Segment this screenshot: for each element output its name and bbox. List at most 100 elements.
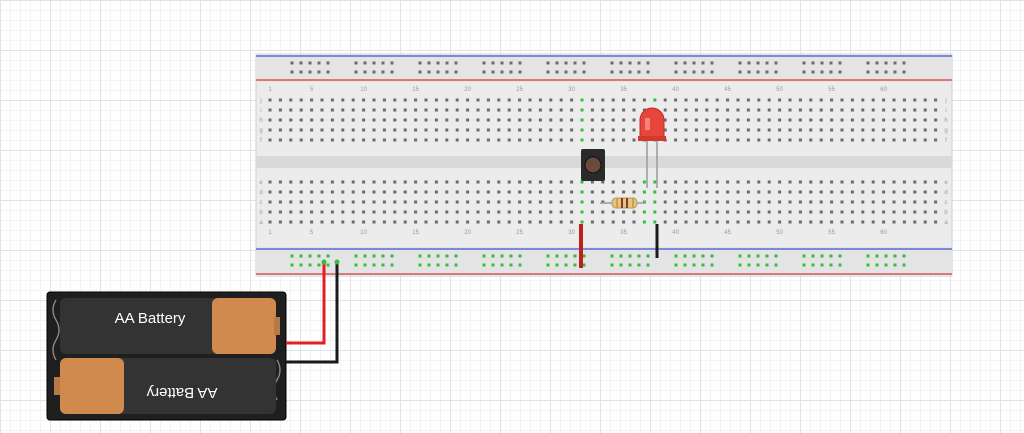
breadboard-hole[interactable] [507, 118, 511, 122]
breadboard-hole[interactable] [798, 220, 802, 224]
breadboard-hole[interactable] [278, 108, 282, 112]
breadboard-hole[interactable] [320, 200, 324, 204]
breadboard-hole[interactable] [861, 200, 865, 204]
power-rail-hole[interactable] [354, 70, 358, 74]
breadboard-hole[interactable] [757, 108, 761, 112]
breadboard-hole[interactable] [278, 138, 282, 142]
breadboard-hole[interactable] [767, 128, 771, 132]
power-rail-hole[interactable] [646, 254, 650, 258]
breadboard-hole[interactable] [778, 98, 782, 102]
breadboard-hole[interactable] [850, 138, 854, 142]
breadboard-hole[interactable] [351, 190, 355, 194]
breadboard-hole[interactable] [882, 128, 886, 132]
power-rail-hole[interactable] [418, 254, 422, 258]
breadboard-hole[interactable] [507, 128, 511, 132]
power-rail-hole[interactable] [518, 263, 522, 267]
breadboard-hole[interactable] [403, 108, 407, 112]
power-rail-hole[interactable] [546, 61, 550, 65]
breadboard-hole[interactable] [518, 118, 522, 122]
breadboard-hole[interactable] [320, 128, 324, 132]
breadboard-hole[interactable] [622, 138, 626, 142]
breadboard-hole[interactable] [289, 180, 293, 184]
power-rail-hole[interactable] [902, 70, 906, 74]
power-rail-hole[interactable] [509, 263, 513, 267]
breadboard-hole[interactable] [486, 210, 490, 214]
breadboard-hole[interactable] [726, 180, 730, 184]
breadboard-hole[interactable] [486, 98, 490, 102]
breadboard-hole[interactable] [757, 180, 761, 184]
breadboard-hole[interactable] [403, 220, 407, 224]
breadboard-hole[interactable] [840, 190, 844, 194]
breadboard-hole[interactable] [382, 190, 386, 194]
breadboard-hole[interactable] [798, 98, 802, 102]
breadboard-hole[interactable] [497, 98, 501, 102]
breadboard-hole[interactable] [882, 190, 886, 194]
breadboard-hole[interactable] [393, 138, 397, 142]
power-rail-hole[interactable] [610, 263, 614, 267]
power-rail-hole[interactable] [893, 61, 897, 65]
breadboard-hole[interactable] [320, 138, 324, 142]
breadboard-hole[interactable] [684, 98, 688, 102]
breadboard-hole[interactable] [653, 190, 657, 194]
breadboard-hole[interactable] [788, 138, 792, 142]
breadboard-hole[interactable] [351, 98, 355, 102]
breadboard-hole[interactable] [840, 220, 844, 224]
breadboard-hole[interactable] [757, 220, 761, 224]
breadboard-hole[interactable] [934, 190, 938, 194]
breadboard-hole[interactable] [414, 108, 418, 112]
breadboard-hole[interactable] [861, 98, 865, 102]
breadboard-hole[interactable] [934, 200, 938, 204]
power-rail-hole[interactable] [363, 70, 367, 74]
power-rail-hole[interactable] [692, 61, 696, 65]
breadboard-hole[interactable] [518, 138, 522, 142]
breadboard-hole[interactable] [882, 180, 886, 184]
breadboard-hole[interactable] [549, 180, 553, 184]
battery-pack[interactable]: AA Battery AA Battery [46, 291, 287, 421]
breadboard-hole[interactable] [299, 108, 303, 112]
breadboard-hole[interactable] [622, 118, 626, 122]
breadboard-hole[interactable] [382, 210, 386, 214]
breadboard-hole[interactable] [362, 200, 366, 204]
breadboard-hole[interactable] [476, 118, 480, 122]
breadboard-hole[interactable] [674, 98, 678, 102]
breadboard-hole[interactable] [382, 118, 386, 122]
power-rail-hole[interactable] [317, 61, 321, 65]
power-rail-hole[interactable] [674, 70, 678, 74]
breadboard-hole[interactable] [902, 190, 906, 194]
breadboard-hole[interactable] [289, 108, 293, 112]
power-rail-hole[interactable] [317, 254, 321, 258]
breadboard-hole[interactable] [611, 108, 615, 112]
breadboard-hole[interactable] [289, 98, 293, 102]
breadboard-hole[interactable] [507, 220, 511, 224]
power-rail-hole[interactable] [692, 70, 696, 74]
breadboard-hole[interactable] [268, 190, 272, 194]
breadboard-hole[interactable] [580, 210, 584, 214]
breadboard-hole[interactable] [414, 138, 418, 142]
breadboard-hole[interactable] [538, 220, 542, 224]
breadboard-hole[interactable] [476, 180, 480, 184]
breadboard-hole[interactable] [299, 98, 303, 102]
power-rail-hole[interactable] [747, 263, 751, 267]
breadboard-hole[interactable] [330, 220, 334, 224]
breadboard-hole[interactable] [913, 108, 917, 112]
breadboard-hole[interactable] [830, 98, 834, 102]
power-rail-hole[interactable] [774, 263, 778, 267]
breadboard-hole[interactable] [622, 108, 626, 112]
breadboard-hole[interactable] [746, 98, 750, 102]
breadboard-hole[interactable] [913, 220, 917, 224]
breadboard-hole[interactable] [694, 180, 698, 184]
breadboard-hole[interactable] [871, 98, 875, 102]
breadboard-hole[interactable] [736, 210, 740, 214]
power-rail-hole[interactable] [482, 61, 486, 65]
power-rail-hole[interactable] [454, 70, 458, 74]
breadboard-hole[interactable] [684, 118, 688, 122]
power-rail-hole[interactable] [436, 263, 440, 267]
power-rail-hole[interactable] [692, 263, 696, 267]
power-rail-hole[interactable] [555, 61, 559, 65]
power-rail-hole[interactable] [546, 254, 550, 258]
breadboard-hole[interactable] [601, 108, 605, 112]
breadboard-hole[interactable] [382, 220, 386, 224]
breadboard-hole[interactable] [362, 138, 366, 142]
power-rail-hole[interactable] [354, 61, 358, 65]
power-rail-hole[interactable] [427, 61, 431, 65]
